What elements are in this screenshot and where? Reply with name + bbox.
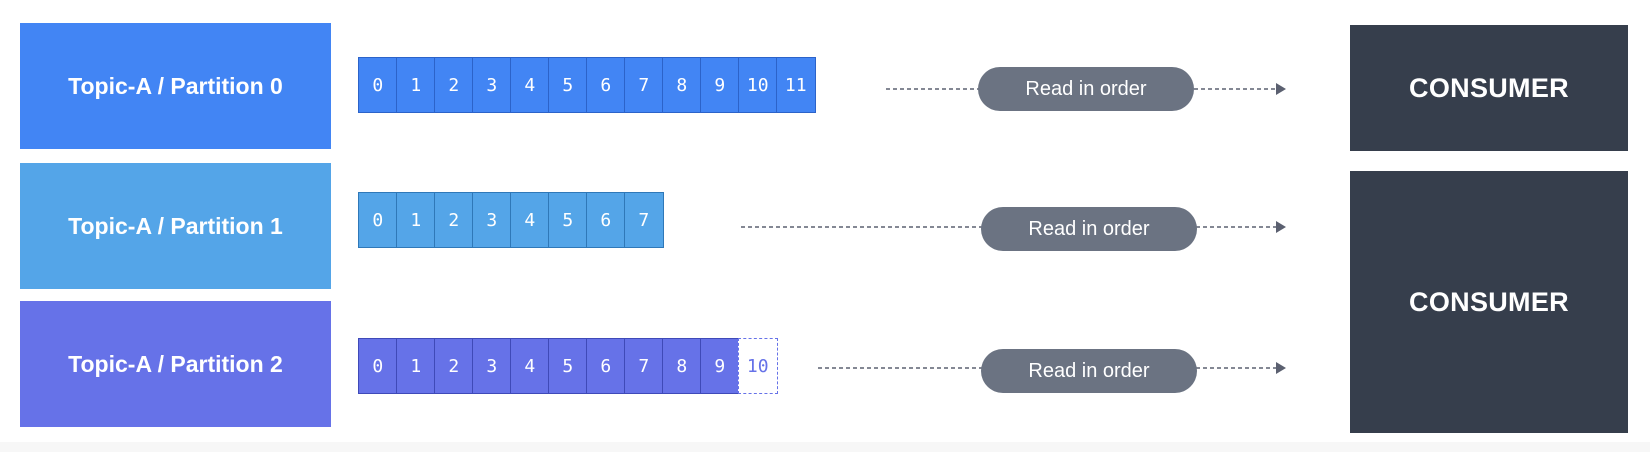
offset-cell: 1 xyxy=(396,57,436,113)
partition-1-box: Topic-A / Partition 1 xyxy=(20,163,331,289)
read-in-order-pill-0: Read in order xyxy=(978,67,1194,111)
offset-cell: 6 xyxy=(586,192,626,248)
partition-2-label: Topic-A / Partition 2 xyxy=(68,350,283,377)
read-in-order-label: Read in order xyxy=(1028,217,1150,240)
offset-cell: 9 xyxy=(700,57,740,113)
offset-cell: 0 xyxy=(358,338,398,394)
offset-cell: 5 xyxy=(548,57,588,113)
offset-cell: 1 xyxy=(396,338,436,394)
offset-cell: 8 xyxy=(662,338,702,394)
offset-cell: 3 xyxy=(472,192,512,248)
offset-cell: 3 xyxy=(472,57,512,113)
partition-1-label: Topic-A / Partition 1 xyxy=(68,212,283,239)
partition-0-read-arrow xyxy=(886,83,1286,95)
partition-2-box: Topic-A / Partition 2 xyxy=(20,301,331,427)
offset-cell: 7 xyxy=(624,338,664,394)
offset-cell: 3 xyxy=(472,338,512,394)
consumer-label: CONSUMER xyxy=(1409,72,1569,103)
partition-0-box: Topic-A / Partition 0 xyxy=(20,23,331,149)
offset-cell: 6 xyxy=(586,338,626,394)
partition-2-read-arrow xyxy=(818,362,1286,374)
offset-cell: 4 xyxy=(510,57,550,113)
offset-cell: 7 xyxy=(624,192,664,248)
read-in-order-pill-1: Read in order xyxy=(981,207,1197,251)
consumer-box-1: CONSUMER xyxy=(1350,25,1628,151)
offset-cell: 0 xyxy=(358,57,398,113)
offset-cell: 8 xyxy=(662,57,702,113)
offset-cell: 6 xyxy=(586,57,626,113)
offset-cell: 2 xyxy=(434,192,474,248)
consumer-box-2: CONSUMER xyxy=(1350,171,1628,433)
offset-cell: 2 xyxy=(434,338,474,394)
read-in-order-label: Read in order xyxy=(1028,359,1150,382)
offset-cell: 4 xyxy=(510,192,550,248)
offset-cell: 2 xyxy=(434,57,474,113)
read-in-order-label: Read in order xyxy=(1025,77,1147,100)
offset-cell: 4 xyxy=(510,338,550,394)
read-in-order-pill-2: Read in order xyxy=(981,349,1197,393)
partition-0-label: Topic-A / Partition 0 xyxy=(68,72,283,99)
offset-cell: 7 xyxy=(624,57,664,113)
offset-cell: 0 xyxy=(358,192,398,248)
bottom-band xyxy=(0,442,1650,452)
consumer-label: CONSUMER xyxy=(1409,286,1569,317)
offset-cell: 9 xyxy=(700,338,740,394)
offset-cell: 1 xyxy=(396,192,436,248)
offset-cell: 5 xyxy=(548,192,588,248)
offset-cell: 5 xyxy=(548,338,588,394)
